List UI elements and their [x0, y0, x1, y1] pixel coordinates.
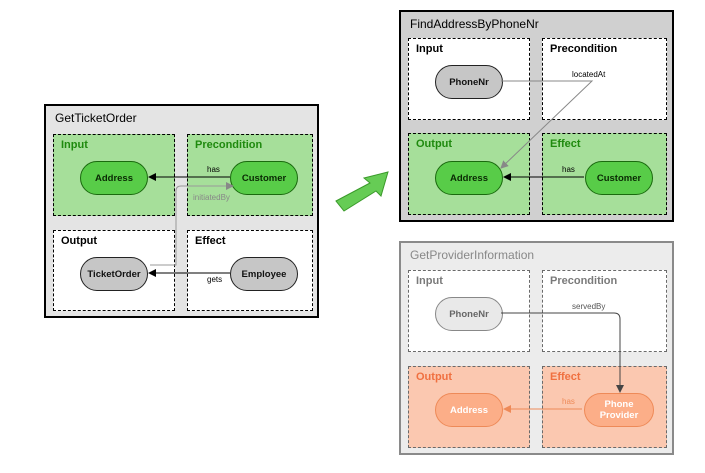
output-quadrant: Output TicketOrder	[53, 230, 175, 311]
phone-nr-node[interactable]: PhoneNr	[435, 65, 503, 99]
precondition-quadrant: Precondition	[542, 38, 667, 120]
output-label: Output	[416, 138, 453, 150]
effect-label: Effect	[195, 235, 226, 247]
phone-provider-node[interactable]: Phone Provider	[584, 393, 654, 427]
output-label: Output	[61, 235, 98, 247]
address-node[interactable]: Address	[80, 161, 148, 195]
service-title: GetTicketOrder	[55, 111, 137, 125]
precondition-quadrant: Precondition Customer	[187, 134, 313, 216]
precondition-label: Precondition	[550, 43, 618, 55]
precondition-label: Precondition	[195, 139, 263, 151]
output-quadrant: Output Address	[408, 133, 530, 215]
input-label: Input	[416, 43, 443, 55]
transition-arrow	[335, 171, 389, 212]
service-title: FindAddressByPhoneNr	[410, 17, 539, 31]
input-quadrant: Input Address	[53, 134, 175, 216]
precondition-label: Precondition	[550, 275, 618, 287]
input-label: Input	[416, 275, 443, 287]
effect-quadrant: Effect Customer	[542, 133, 667, 215]
output-label: Output	[416, 371, 453, 383]
output-quadrant: Output Address	[408, 366, 530, 448]
service-title: GetProviderInformation	[410, 248, 535, 262]
effect-label: Effect	[550, 371, 581, 383]
input-quadrant: Input PhoneNr	[408, 38, 530, 120]
effect-label: Effect	[550, 138, 581, 150]
ticket-order-node[interactable]: TicketOrder	[80, 257, 148, 291]
customer-node[interactable]: Customer	[230, 161, 298, 195]
address-node[interactable]: Address	[435, 393, 503, 427]
customer-node[interactable]: Customer	[585, 161, 653, 195]
input-quadrant: Input PhoneNr	[408, 270, 530, 352]
input-label: Input	[61, 139, 88, 151]
address-node[interactable]: Address	[435, 161, 503, 195]
service-get-provider-information: GetProviderInformation Input PhoneNr Pre…	[399, 241, 674, 455]
service-get-ticket-order: GetTicketOrder Input Address Preconditio…	[44, 104, 319, 318]
employee-node[interactable]: Employee	[230, 257, 298, 291]
effect-quadrant: Effect Phone Provider	[542, 366, 667, 448]
phone-nr-node[interactable]: PhoneNr	[435, 297, 503, 331]
precondition-quadrant: Precondition	[542, 270, 667, 352]
service-find-address-by-phone-nr: FindAddressByPhoneNr Input PhoneNr Preco…	[399, 10, 674, 222]
effect-quadrant: Effect Employee	[187, 230, 313, 311]
